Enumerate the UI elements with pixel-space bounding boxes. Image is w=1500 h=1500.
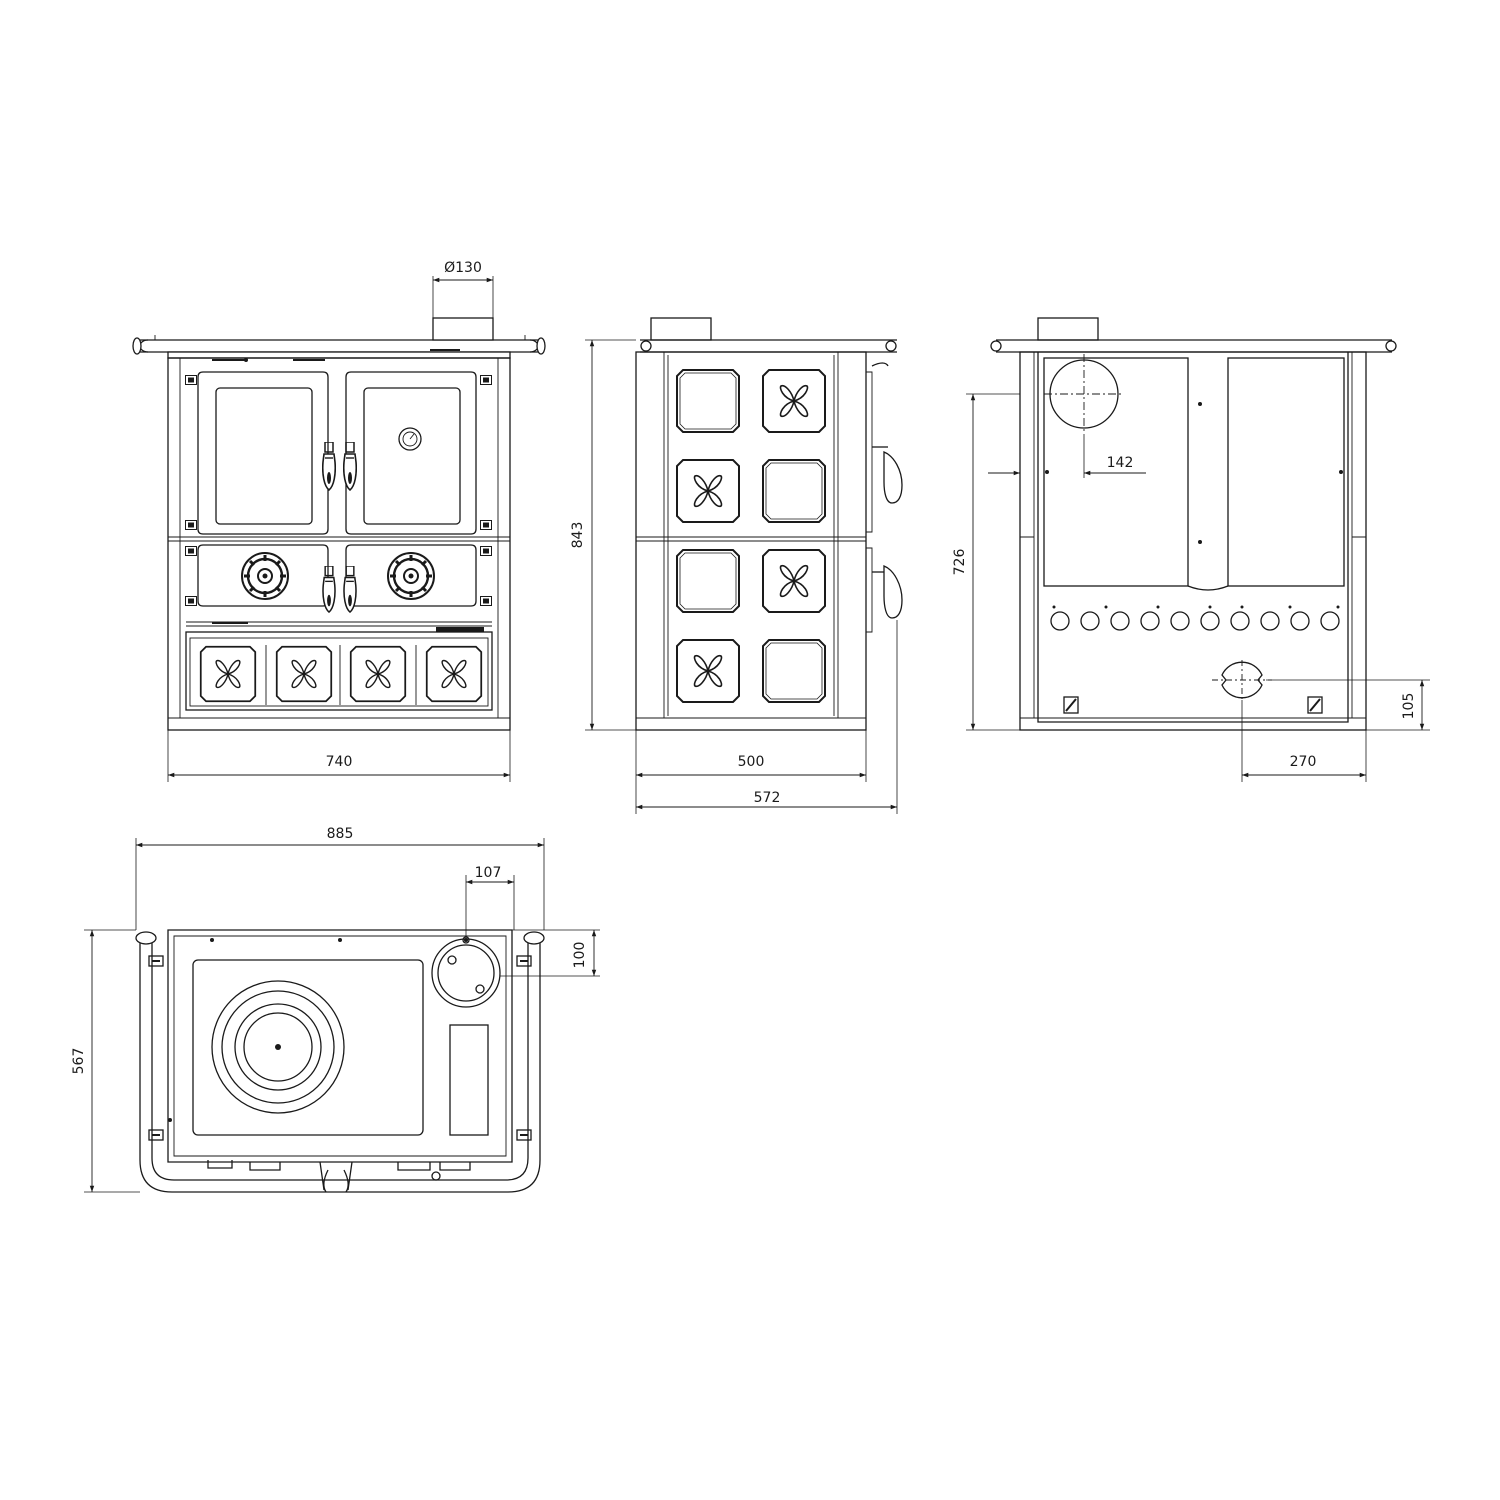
side-handle-lower-icon xyxy=(883,565,903,619)
front-tile-3-icon xyxy=(349,645,407,703)
front-dimensions: Ø130 740 xyxy=(167,260,511,782)
top-reservoir-slot xyxy=(449,1024,489,1136)
rear-flue-pipe xyxy=(1037,317,1099,341)
top-rail-knob-right xyxy=(523,931,545,945)
dim-rear-outlet-height: 105 xyxy=(1401,693,1417,720)
cooktop-plate xyxy=(167,929,513,1163)
firebox-handle-icon xyxy=(322,442,336,491)
front-tile-1-icon xyxy=(199,645,257,703)
oven-handle-icon xyxy=(343,442,357,491)
side-tile-8-icon xyxy=(762,639,826,703)
top-dimensions: 885 107 100 567 xyxy=(71,826,600,1193)
side-tile-3-icon xyxy=(676,459,740,523)
dim-side-height: 843 xyxy=(570,522,586,549)
front-view xyxy=(132,317,546,731)
rear-air-inlet xyxy=(1221,661,1263,699)
side-tile-4-icon xyxy=(762,459,826,523)
hotplate-area xyxy=(192,959,424,1136)
dim-rear-outlet-offset: 270 xyxy=(1290,754,1317,770)
side-dimensions: 843 500 572 xyxy=(570,339,898,814)
firebox-door xyxy=(197,371,329,535)
hob-ring-outer xyxy=(211,980,345,1114)
rear-dimensions: 726 142 270 105 xyxy=(952,393,1430,782)
dim-top-depth: 567 xyxy=(71,1048,87,1075)
lower-right-door xyxy=(345,544,477,607)
dim-side-depth-body: 500 xyxy=(738,754,765,770)
dim-rear-flue-offset: 142 xyxy=(1107,455,1134,471)
dim-top-flue-offset-x: 107 xyxy=(475,865,502,881)
front-flue-pipe xyxy=(432,317,494,341)
side-view xyxy=(635,317,903,731)
side-handle-upper-icon xyxy=(883,451,903,504)
dim-top-width: 885 xyxy=(327,826,354,842)
dim-flue-diameter: Ø130 xyxy=(444,260,482,276)
top-flue-collar xyxy=(431,938,501,1008)
dim-side-depth-total: 572 xyxy=(754,790,781,806)
side-tile-7-icon xyxy=(676,639,740,703)
air-regulator-left-icon xyxy=(240,551,290,601)
rear-hole-row xyxy=(1050,605,1340,631)
oven-door xyxy=(345,371,477,535)
dim-front-width: 740 xyxy=(326,754,353,770)
ash-door xyxy=(197,544,329,607)
side-tile-1-icon xyxy=(676,369,740,433)
dim-rear-height: 726 xyxy=(952,549,968,576)
firebox-glass xyxy=(215,387,313,525)
rail-knob-left xyxy=(132,337,142,355)
side-tile-6-icon xyxy=(762,549,826,613)
oven-glass xyxy=(363,387,461,525)
rear-panel-right xyxy=(1227,357,1345,587)
rear-view xyxy=(990,317,1397,731)
rail-knob-right xyxy=(536,337,546,355)
thermometer-icon xyxy=(398,427,422,451)
top-view xyxy=(135,929,545,1193)
dim-top-flue-offset-y: 100 xyxy=(572,942,588,969)
side-tile-5-icon xyxy=(676,549,740,613)
air-regulator-right-icon xyxy=(386,551,436,601)
top-rail-knob-left xyxy=(135,931,157,945)
side-tile-2-icon xyxy=(762,369,826,433)
front-tile-2-icon xyxy=(275,645,333,703)
side-flue-pipe xyxy=(650,317,712,341)
tile-drawer xyxy=(185,631,493,711)
front-tile-4-icon xyxy=(425,645,483,703)
